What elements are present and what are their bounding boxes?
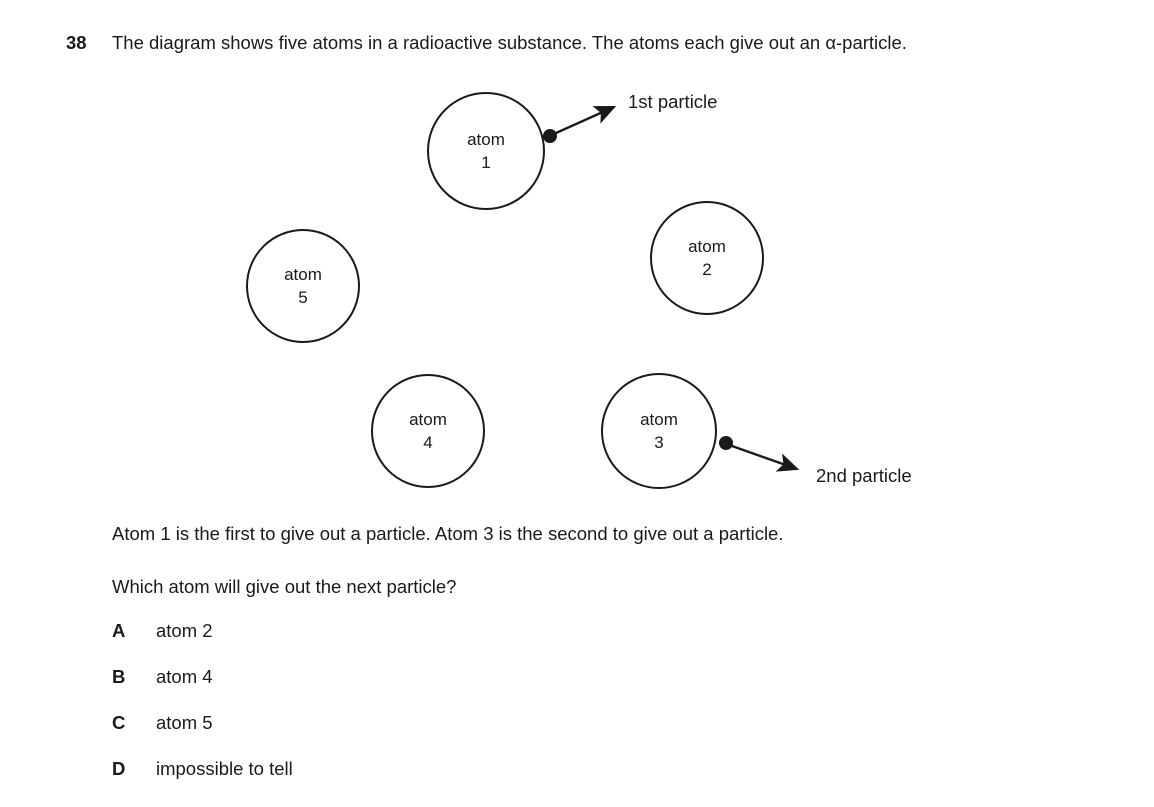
atom-2-label-line1: atom bbox=[688, 237, 726, 256]
second-particle-dot-icon bbox=[719, 436, 733, 450]
first-particle-label: 1st particle bbox=[628, 91, 717, 112]
atom-5-label-line1: atom bbox=[284, 265, 322, 284]
atom-2-label-line2: 2 bbox=[702, 260, 711, 279]
atom-5-group: atom 5 bbox=[246, 229, 360, 343]
radioactive-atoms-diagram: atom 1 atom 2 atom 5 atom 4 atom 3 bbox=[0, 72, 1154, 512]
atom-2-circle bbox=[650, 201, 764, 315]
atom-1-circle bbox=[427, 92, 545, 210]
second-particle-group: 2nd particle bbox=[719, 436, 912, 486]
atom-3-label-line2: 3 bbox=[654, 433, 663, 452]
atom-1-group: atom 1 bbox=[427, 92, 545, 210]
question-statement: Atom 1 is the first to give out a partic… bbox=[112, 523, 784, 544]
atom-3-label-line1: atom bbox=[640, 410, 678, 429]
option-d-text: impossible to tell bbox=[156, 758, 293, 779]
option-a[interactable]: A atom 2 bbox=[112, 620, 712, 666]
atom-5-circle bbox=[246, 229, 360, 343]
atom-4-circle bbox=[371, 374, 485, 488]
option-b-letter: B bbox=[112, 666, 126, 687]
option-a-text: atom 2 bbox=[156, 620, 213, 641]
first-particle-arrow-icon bbox=[555, 105, 617, 135]
atom-4-group: atom 4 bbox=[371, 374, 485, 488]
atom-5-label-line2: 5 bbox=[298, 288, 307, 307]
question-header: 38 The diagram shows five atoms in a rad… bbox=[66, 30, 1136, 56]
option-a-letter: A bbox=[112, 620, 126, 641]
question-number: 38 bbox=[66, 32, 87, 53]
option-b[interactable]: B atom 4 bbox=[112, 666, 712, 712]
atom-2-group: atom 2 bbox=[650, 201, 764, 315]
atom-1-label-line1: atom bbox=[467, 130, 505, 149]
option-c-text: atom 5 bbox=[156, 712, 213, 733]
question-prompt: Which atom will give out the next partic… bbox=[112, 576, 457, 597]
atom-3-circle bbox=[601, 373, 717, 489]
option-c-letter: C bbox=[112, 712, 126, 733]
second-particle-label: 2nd particle bbox=[816, 465, 912, 486]
option-d[interactable]: D impossible to tell bbox=[112, 758, 712, 804]
first-particle-dot-icon bbox=[543, 129, 557, 143]
option-c[interactable]: C atom 5 bbox=[112, 712, 712, 758]
atom-1-label-line2: 1 bbox=[481, 153, 490, 172]
atom-4-label-line1: atom bbox=[409, 410, 447, 429]
answer-options-list: A atom 2 B atom 4 C atom 5 D impossible … bbox=[112, 620, 712, 804]
atom-4-label-line2: 4 bbox=[423, 433, 432, 452]
option-b-text: atom 4 bbox=[156, 666, 213, 687]
option-d-letter: D bbox=[112, 758, 126, 779]
question-stem: The diagram shows five atoms in a radioa… bbox=[112, 32, 907, 53]
second-particle-arrow-icon bbox=[731, 444, 800, 472]
atom-3-group: atom 3 bbox=[601, 373, 717, 489]
first-particle-group: 1st particle bbox=[543, 91, 717, 143]
